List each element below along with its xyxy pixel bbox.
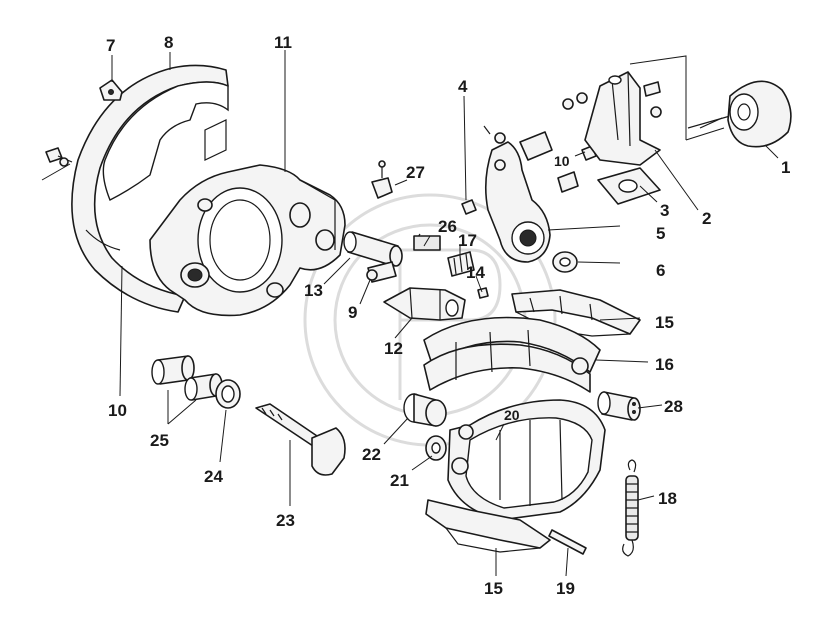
callout-9: 9 [348,303,357,322]
callout-10-right: 10 [554,153,570,169]
shoe-roller-bushing [597,391,641,421]
callout-19: 19 [556,579,575,598]
callout-22: 22 [362,445,381,464]
cam-bracket [383,287,466,321]
callout-25: 25 [150,431,169,450]
callout-8: 8 [164,33,173,52]
callout-13: 13 [304,281,323,300]
roller-pin [366,261,397,283]
callout-26: 26 [438,217,457,236]
callout-18: 18 [658,489,677,508]
grease-fitting [371,160,393,199]
adjuster-worm [447,251,475,277]
callout-20: 20 [504,407,520,423]
callout-16: 16 [655,355,674,374]
thrust-washer [552,251,578,273]
adjuster-nut [461,199,477,215]
retaining-clip [99,79,123,101]
callout-10-left: 10 [108,401,127,420]
cam-bushing [343,231,403,267]
callout-15-lower: 15 [484,579,503,598]
camshaft-seal [215,379,241,409]
callout-27: 27 [406,163,425,182]
callout-28: 28 [664,397,683,416]
slack-adjuster [484,141,551,263]
bolt-left [45,147,73,167]
leader-lines [41,50,779,577]
cam-roller [403,393,447,427]
anchor-pin [548,529,587,555]
mounting-gasket [597,167,661,205]
clevis-pin [477,287,489,299]
callout-17: 17 [458,231,477,250]
brake-chamber [687,80,792,148]
brake-shoe-lower [447,399,606,521]
group-bracket-lines [629,55,725,141]
callout-3: 3 [660,201,669,220]
callout-12: 12 [384,339,403,358]
clevis-assembly [483,125,579,193]
callout-4: 4 [458,77,468,96]
callout-1: 1 [781,158,790,177]
return-spring [622,459,639,557]
callout-14: 14 [466,263,485,282]
camshaft-bushings [151,355,223,401]
callout-7: 7 [106,36,115,55]
brake-shoe-upper [423,316,601,393]
callout-23: 23 [276,511,295,530]
compression-spring [413,233,441,251]
brake-lining-lower [425,499,551,553]
callout-11: 11 [274,33,292,52]
callout-2: 2 [702,209,711,228]
camshaft [255,403,346,476]
brake-spider [149,164,346,317]
callout-24: 24 [204,467,223,486]
dust-shield [71,64,229,313]
chamber-bracket [562,71,662,166]
callout-21: 21 [390,471,409,490]
callout-6: 6 [656,261,665,280]
callout-15-upper: 15 [655,313,674,332]
anchor-bushing [425,435,447,461]
callout-5: 5 [656,224,665,243]
